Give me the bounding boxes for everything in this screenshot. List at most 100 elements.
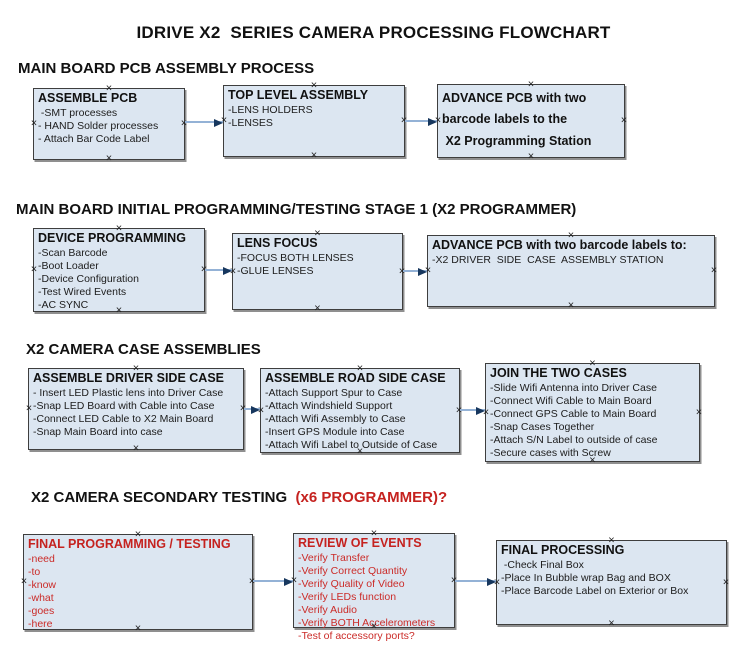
page-title: IDRIVE X2 SERIES CAMERA PROCESSING FLOWC… [136, 23, 611, 42]
box-text: ADVANCE PCB with two barcode labels to t… [442, 91, 592, 148]
arrow-head-icon [214, 119, 223, 127]
box-final-programming-testing: FINAL PROGRAMMING / TESTING -need -to -k… [20, 529, 256, 634]
connection-point-icon: × [620, 114, 628, 127]
box-item: -what [28, 592, 54, 604]
connection-point-icon: × [310, 149, 318, 162]
box-title: ADVANCE PCB with two barcode labels to: [432, 238, 687, 252]
section-heading-initial-programming: MAIN BOARD INITIAL PROGRAMMING/TESTING S… [16, 201, 577, 218]
box-title: FINAL PROCESSING [501, 543, 625, 557]
box-item: -Verify Audio [298, 604, 357, 617]
box-title: LENS FOCUS [237, 236, 318, 250]
connection-point-icon: × [30, 117, 38, 130]
box-advance-pcb-to-programming-station: ADVANCE PCB with two barcode labels to t… [435, 79, 628, 162]
box-assemble-pcb: ASSEMBLE PCB -SMT processes - HAND Solde… [30, 83, 187, 164]
box-item: -Attach Wifi Assembly to Case [265, 412, 406, 425]
box-item: -here [28, 618, 53, 631]
section-heading-red-part: (x6 PROGRAMMER)? [291, 489, 448, 506]
box-title: FINAL PROGRAMMING / TESTING [28, 537, 231, 551]
box-assemble-road-side-case: ASSEMBLE ROAD SIDE CASE -Attach Support … [258, 363, 462, 457]
arrow-head-icon [476, 407, 485, 415]
box-item: -Connect LED Cable to X2 Main Board [33, 412, 214, 425]
arrow-assemble-to-top-level [185, 119, 223, 127]
box-item: -AC SYNC [38, 299, 89, 312]
box-title: TOP LEVEL ASSEMBLY [228, 88, 369, 102]
arrow-head-icon [284, 578, 293, 586]
connection-point-icon: × [20, 575, 28, 588]
box-item: -Verify LEDs function [298, 591, 397, 603]
arrow-top-level-to-advance [405, 118, 437, 126]
arrow-device-prog-to-lens-focus [205, 267, 232, 275]
box-item: -Snap Main Board into case [33, 426, 163, 438]
box-advance-pcb-to-driver-side-station: ADVANCE PCB with two barcode labels to: … [425, 230, 718, 311]
box-title: ASSEMBLE PCB [38, 91, 138, 105]
box-item: -SMT processes [38, 106, 118, 119]
arrow-head-icon [251, 406, 260, 414]
section-heading-secondary-testing: X2 CAMERA SECONDARY TESTING (x6 PROGRAMM… [31, 489, 447, 506]
box-title: REVIEW OF EVENTS [298, 536, 422, 550]
connection-point-icon: × [248, 575, 256, 588]
arrow-final-prog-to-review [253, 578, 293, 586]
box-item: -to [28, 565, 41, 578]
box-item: -Attach Support Spur to Case [265, 386, 403, 399]
box-item: -Connect Wifi Cable to Main Board [490, 394, 652, 407]
box-title: DEVICE PROGRAMMING [38, 231, 186, 245]
box-review-of-events: REVIEW OF EVENTS -Verify Transfer -Verif… [291, 528, 457, 642]
connection-point-icon: × [710, 264, 718, 277]
box-item: -GLUE LENSES [237, 264, 314, 277]
box-item: -Test Wired Events [38, 286, 127, 298]
box-item: -Slide Wifi Antenna into Driver Case [490, 381, 657, 394]
box-item: - HAND Solder processes [38, 119, 159, 132]
box-item: -know [28, 578, 57, 591]
box-item: -Place Barcode Label on Exterior or Box [501, 584, 689, 597]
connection-point-icon: × [608, 617, 615, 630]
connection-point-icon: × [567, 299, 575, 312]
box-item: -Boot Loader [38, 259, 99, 272]
box-title: JOIN THE TWO CASES [490, 366, 627, 380]
box-item: -Attach Windshield Support [265, 399, 393, 412]
box-item: -Snap Cases Together [490, 421, 595, 433]
box-item: -LENS HOLDERS [228, 103, 313, 116]
connection-point-icon: × [132, 442, 140, 455]
box-item: -Connect GPS Cable to Main Board [490, 407, 657, 420]
box-item: -Verify Correct Quantity [298, 564, 408, 577]
connection-point-icon: × [527, 150, 535, 163]
arrow-head-icon [223, 267, 232, 275]
arrow-road-case-to-join-cases [460, 407, 485, 415]
arrow-lens-focus-to-advance [403, 268, 427, 276]
box-item: -Verify BOTH Accelerometers [298, 617, 436, 630]
box-item: -Attach S/N Label to outside of case [490, 434, 658, 447]
box-top-level-assembly: TOP LEVEL ASSEMBLY -LENS HOLDERS -LENSES… [221, 80, 407, 161]
connection-point-icon: × [722, 576, 730, 588]
box-assemble-driver-side-case: ASSEMBLE DRIVER SIDE CASE - Insert LED P… [25, 363, 246, 454]
box-item: -X2 DRIVER SIDE CASE ASSEMBLY STATION [432, 253, 664, 266]
section-heading-pcb-assembly: MAIN BOARD PCB ASSEMBLY PROCESS [18, 60, 315, 77]
box-join-the-two-cases: JOIN THE TWO CASES -Slide Wifi Antenna i… [483, 358, 703, 466]
box-item: -Check Final Box [501, 558, 584, 571]
box-title: ASSEMBLE DRIVER SIDE CASE [33, 371, 225, 385]
box-item: -LENSES [228, 116, 273, 129]
box-title: ASSEMBLE ROAD SIDE CASE [265, 371, 446, 385]
box-item: -Scan Barcode [38, 246, 108, 259]
box-item: -Snap LED Board with Cable into Case [33, 399, 215, 412]
arrow-head-icon [487, 578, 496, 586]
arrow-driver-case-to-road-case [244, 406, 260, 414]
arrow-head-icon [428, 118, 437, 126]
box-item: -need [28, 552, 55, 565]
box-item: -Insert GPS Module into Case [265, 426, 405, 438]
box-item: -Device Configuration [38, 272, 139, 285]
section-heading-case-assemblies: X2 CAMERA CASE ASSEMBLIES [26, 341, 261, 358]
connection-point-icon: × [695, 406, 703, 418]
connection-point-icon: × [314, 302, 321, 315]
section-heading-black-part: X2 CAMERA SECONDARY TESTING [31, 489, 292, 506]
box-item: -FOCUS BOTH LENSES [237, 251, 354, 264]
connection-point-icon: × [25, 402, 33, 415]
box-final-processing: FINAL PROCESSING -Check Final Box -Place… [494, 535, 730, 629]
connection-point-icon: × [30, 263, 38, 276]
box-item: - Attach Bar Code Label [38, 132, 150, 145]
box-item: -Test of accessory ports? [298, 630, 415, 643]
box-item: -Verify Transfer [298, 551, 370, 564]
box-item: -goes [28, 605, 55, 618]
arrow-head-icon [418, 268, 427, 276]
box-device-programming: DEVICE PROGRAMMING -Scan Barcode -Boot L… [30, 223, 207, 316]
